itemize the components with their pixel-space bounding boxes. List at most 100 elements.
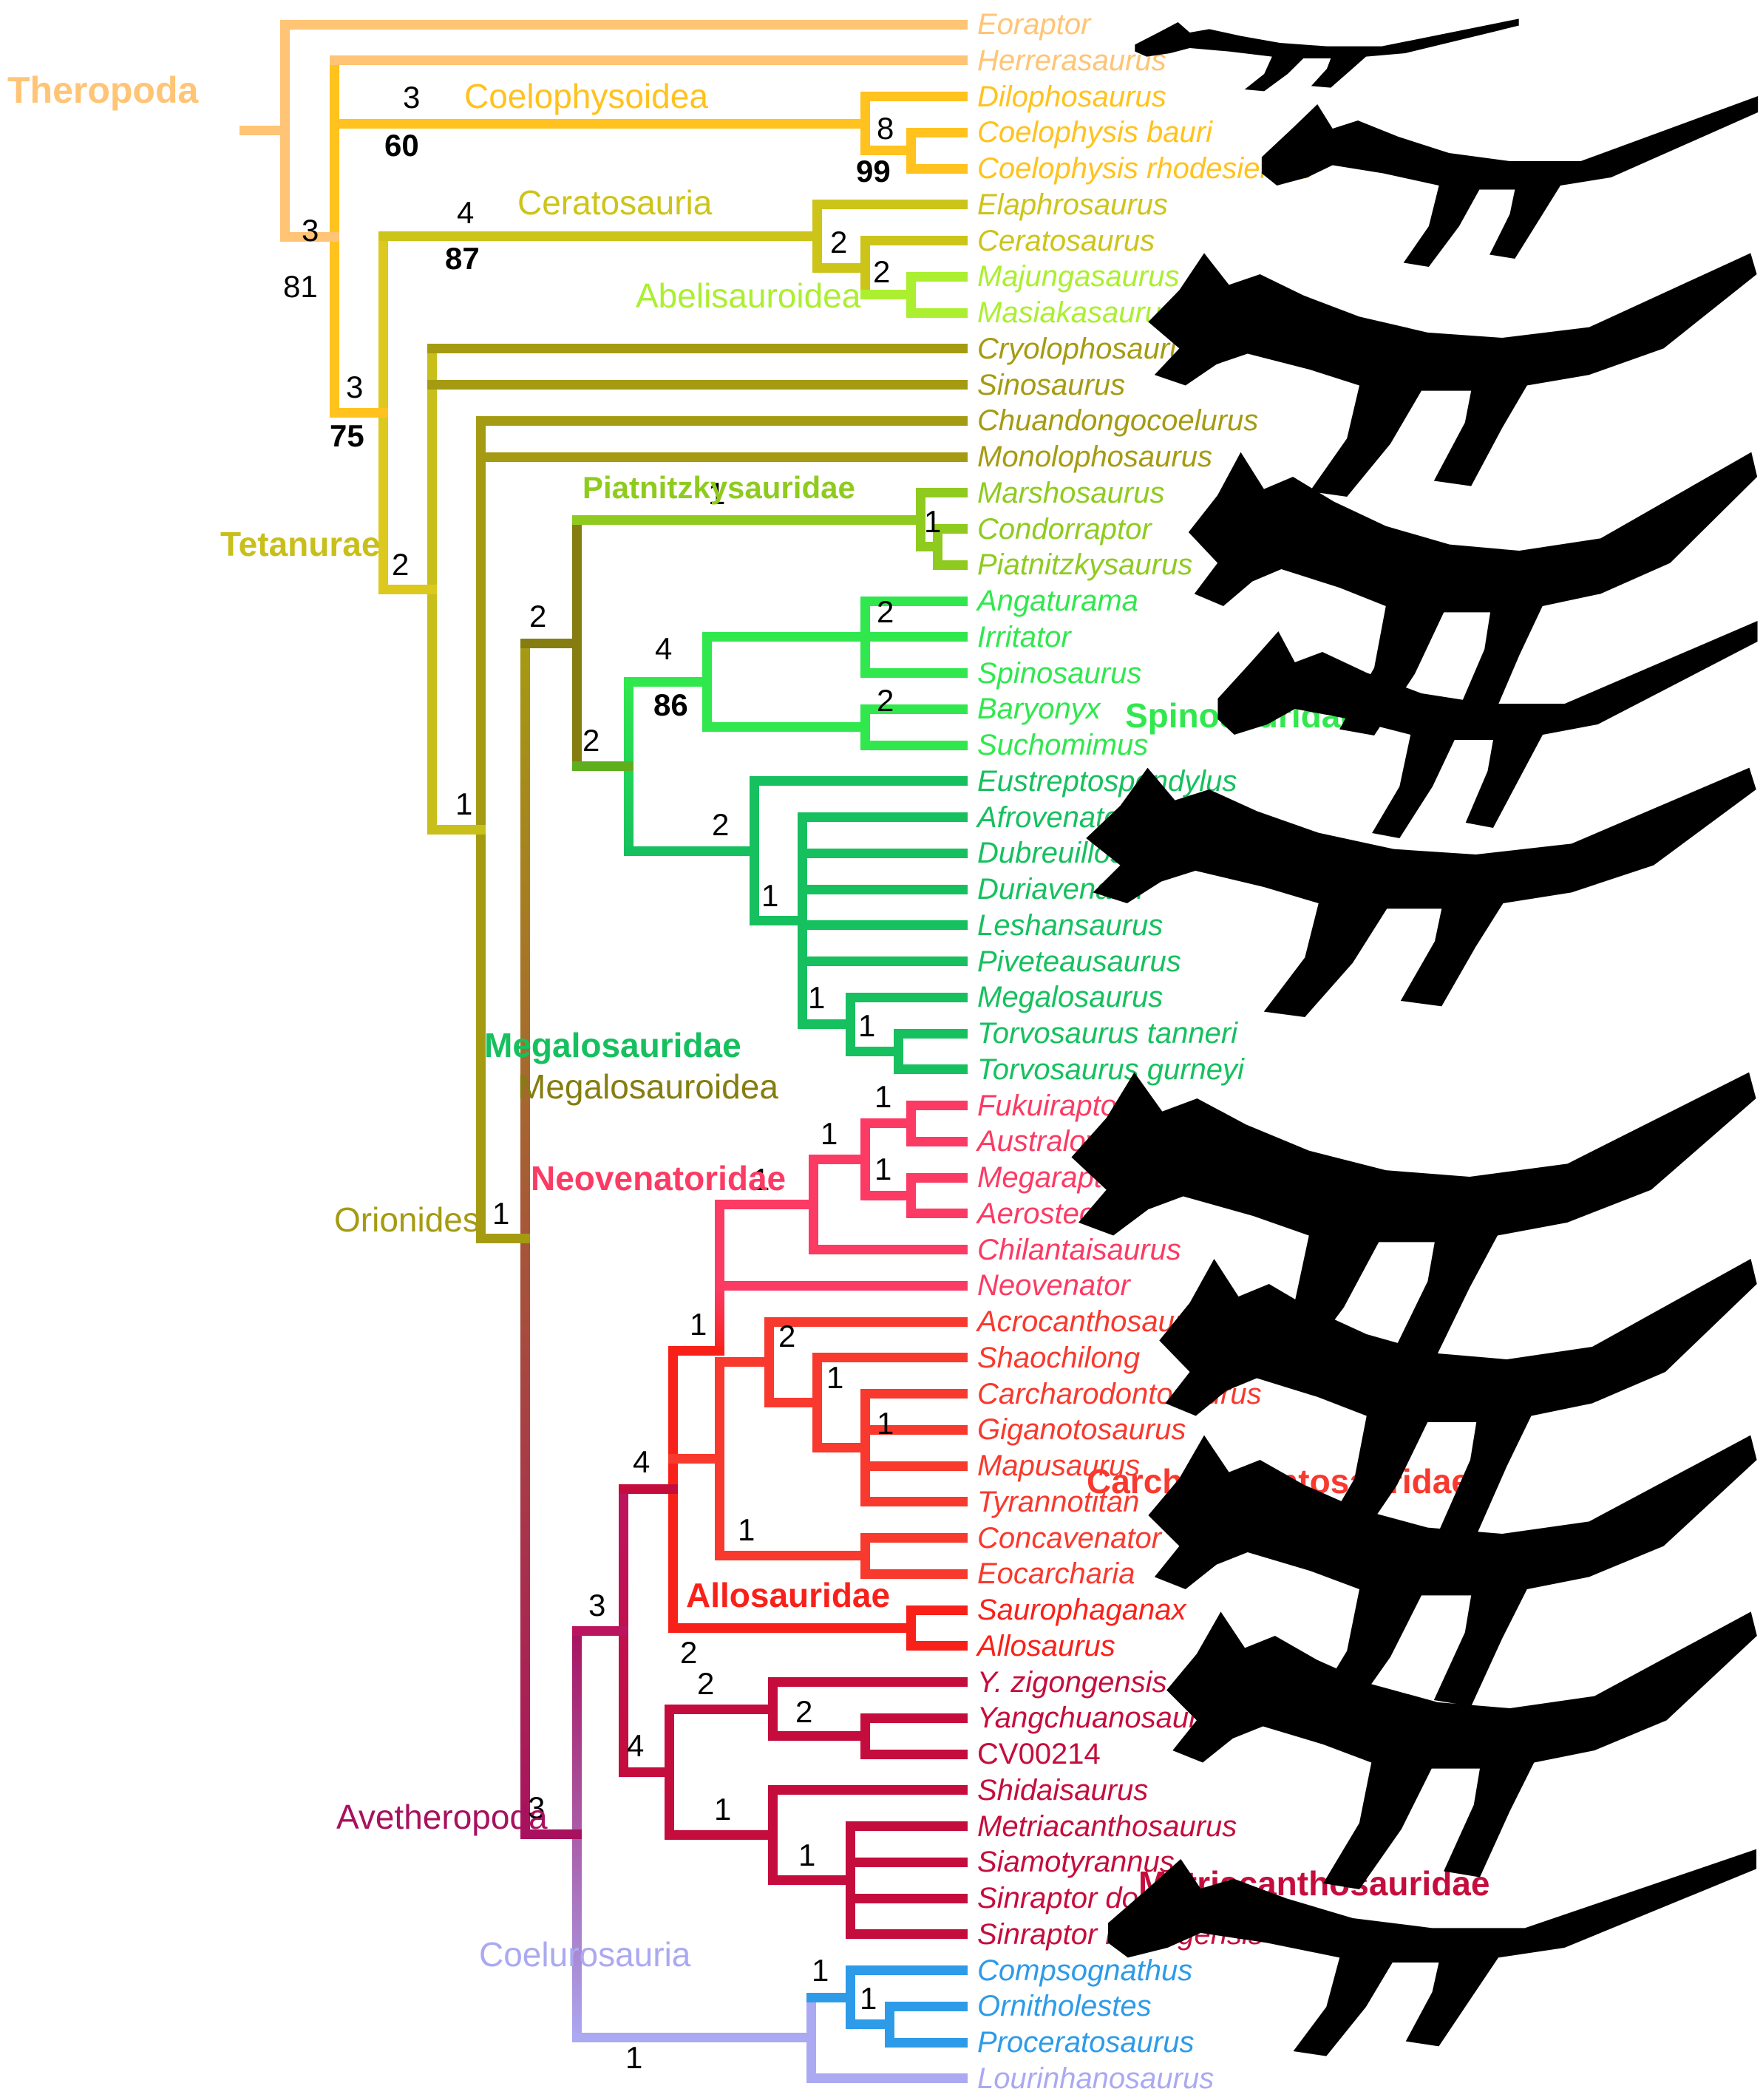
taxon-label: Spinosaurus — [977, 656, 1142, 690]
branch-line — [427, 380, 968, 390]
branch-line — [893, 1064, 968, 1075]
branch-line — [749, 776, 968, 786]
branch-line-orionides — [475, 1234, 530, 1244]
dinosaur-silhouette-path — [1166, 1611, 1757, 1889]
dinosaur-silhouette — [1217, 621, 1758, 838]
branch-line — [714, 1280, 968, 1291]
branch-line-megalosauridae — [623, 846, 759, 856]
support-value: 2 — [529, 599, 547, 633]
dinosaur-silhouette — [1166, 1611, 1757, 1889]
branch-line-allosauria — [618, 1484, 678, 1495]
dinosaur-silhouette — [1148, 253, 1757, 497]
support-value: 2 — [877, 683, 894, 718]
taxon-label: Coelophysis rhodesiensis — [977, 152, 1313, 185]
taxon-label: Mapusaurus — [977, 1450, 1141, 1482]
dinosaur-silhouette — [1107, 1849, 1757, 2056]
branch-line — [808, 1245, 968, 1254]
support-value: 1 — [761, 878, 779, 913]
taxon-label: Shidaisaurus — [977, 1773, 1149, 1807]
support-value: 4 — [627, 1728, 645, 1763]
branch-line — [845, 1893, 968, 1903]
branch-line — [860, 1569, 968, 1579]
taxon-label: Eocarcharia — [977, 1557, 1135, 1591]
clade-label: Theropoda — [7, 69, 199, 111]
taxon-label: Leshansaurus — [977, 908, 1164, 942]
branch-line — [906, 1136, 968, 1146]
branch-line-ceratosaurus-node — [812, 262, 870, 273]
taxon-label: Chuandongocoelurus — [977, 404, 1259, 438]
support-value: 3 — [588, 1588, 606, 1622]
support-value: 75 — [330, 418, 364, 453]
taxon-label: Dilophosaurus — [977, 80, 1166, 113]
branch-line-neotheropoda — [279, 231, 339, 242]
branch-line — [475, 452, 968, 462]
dinosaur-silhouette-path — [1188, 452, 1758, 735]
branch-line-afrovenatorinae — [749, 916, 807, 926]
dinosaur-silhouette-path — [1135, 18, 1519, 92]
dinosaur-silhouette — [1086, 767, 1756, 1017]
support-value: 1 — [714, 1792, 732, 1827]
branch-line-yangchuanosaurus-node — [767, 1731, 870, 1741]
branch-line-megalosaurini — [797, 1019, 855, 1030]
branch-line — [906, 1605, 968, 1615]
branch-line — [845, 1821, 968, 1831]
support-value: 2 — [830, 225, 848, 259]
branch-line — [845, 1857, 968, 1867]
branch-line — [906, 1209, 968, 1219]
support-value: 1 — [753, 1162, 770, 1197]
clade-label: Tetanurae — [220, 525, 381, 563]
dinosaur-silhouette-path — [1217, 621, 1758, 838]
taxon-label: Irritator — [977, 620, 1071, 653]
branch-line — [845, 992, 968, 1002]
support-value: 1 — [924, 504, 942, 539]
branch-line — [797, 956, 968, 966]
clade-bar-neovenatoridae — [714, 1200, 724, 1356]
taxon-label: Y. zigongensis — [977, 1665, 1167, 1699]
clade-label: Piatnitzkysauridae — [582, 470, 855, 505]
support-value: 1 — [492, 1196, 510, 1231]
branch-line-ornitholestes-node — [845, 2019, 894, 2030]
branch-line — [906, 127, 968, 137]
dinosaur-silhouette — [1148, 1435, 1757, 1719]
support-value: 2 — [712, 807, 730, 842]
branch-line-averostra — [329, 407, 388, 418]
branch-line — [860, 1497, 968, 1507]
support-value: 1 — [798, 1838, 816, 1872]
support-value: 2 — [392, 547, 410, 582]
support-value: 1 — [455, 786, 473, 821]
support-value: 2 — [778, 1319, 796, 1353]
branch-line-condorraptor-node — [915, 542, 942, 552]
branch-line — [906, 271, 968, 282]
branch-line — [860, 740, 968, 750]
dinosaur-silhouette-path — [1071, 1072, 1756, 1373]
branch-line — [860, 596, 968, 606]
branch-line — [860, 668, 968, 678]
branch-line — [767, 1677, 968, 1687]
branch-line-tetanurae — [378, 584, 437, 594]
branch-line-carcharodontosauria — [668, 1454, 724, 1464]
support-value: 1 — [874, 1152, 892, 1186]
taxon-label: Piveteausaurus — [977, 945, 1181, 978]
taxon-label: Proceratosaurus — [977, 2026, 1195, 2059]
branch-line — [329, 55, 968, 66]
branch-line — [932, 524, 968, 534]
dinosaur-silhouette-path — [1086, 767, 1756, 1017]
branch-line-spino-megalosauridae — [571, 761, 633, 772]
branch-line-shaochilong-node — [764, 1398, 822, 1408]
support-value: 2 — [582, 723, 600, 758]
dinosaur-silhouette — [1261, 96, 1759, 267]
taxon-label: Saurophaganax — [977, 1594, 1186, 1626]
branch-line — [812, 200, 968, 210]
taxon-label: Majungasaurus — [977, 260, 1180, 293]
taxon-label: Marshosaurus — [977, 476, 1165, 509]
branch-line — [860, 1713, 968, 1723]
branch-line — [806, 2073, 968, 2084]
taxon-label: Suchomimus — [977, 729, 1149, 761]
branch-line — [860, 632, 968, 642]
taxon-label: Elaphrosaurus — [977, 188, 1168, 221]
branch-line-shidaisaurus-node — [664, 1830, 778, 1841]
branch-line-fukuiraptor-node — [860, 1118, 916, 1129]
branch-line — [475, 415, 968, 426]
taxon-label: Neovenator — [977, 1269, 1130, 1302]
